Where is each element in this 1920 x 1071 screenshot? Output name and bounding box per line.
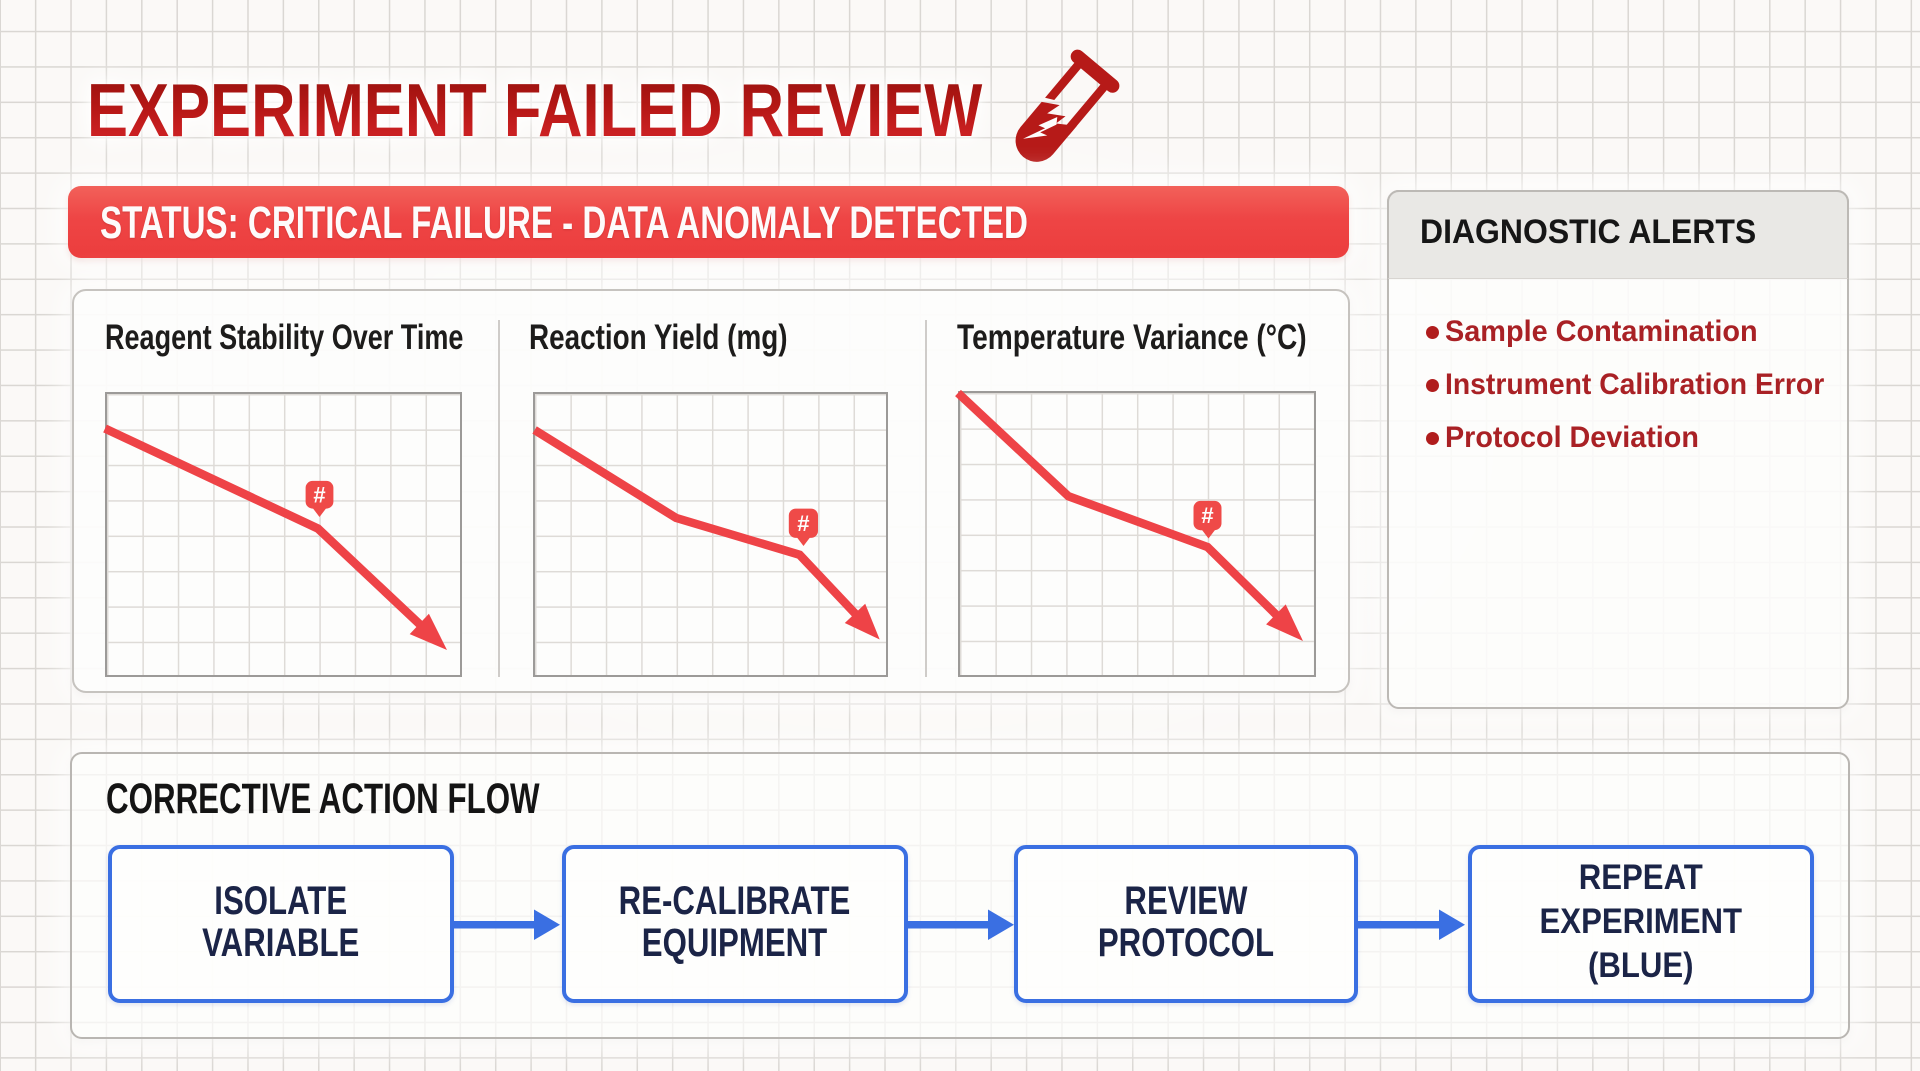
svg-text:#: # bbox=[1201, 503, 1213, 528]
svg-text:#: # bbox=[797, 511, 809, 536]
svg-text:#: # bbox=[313, 483, 325, 508]
